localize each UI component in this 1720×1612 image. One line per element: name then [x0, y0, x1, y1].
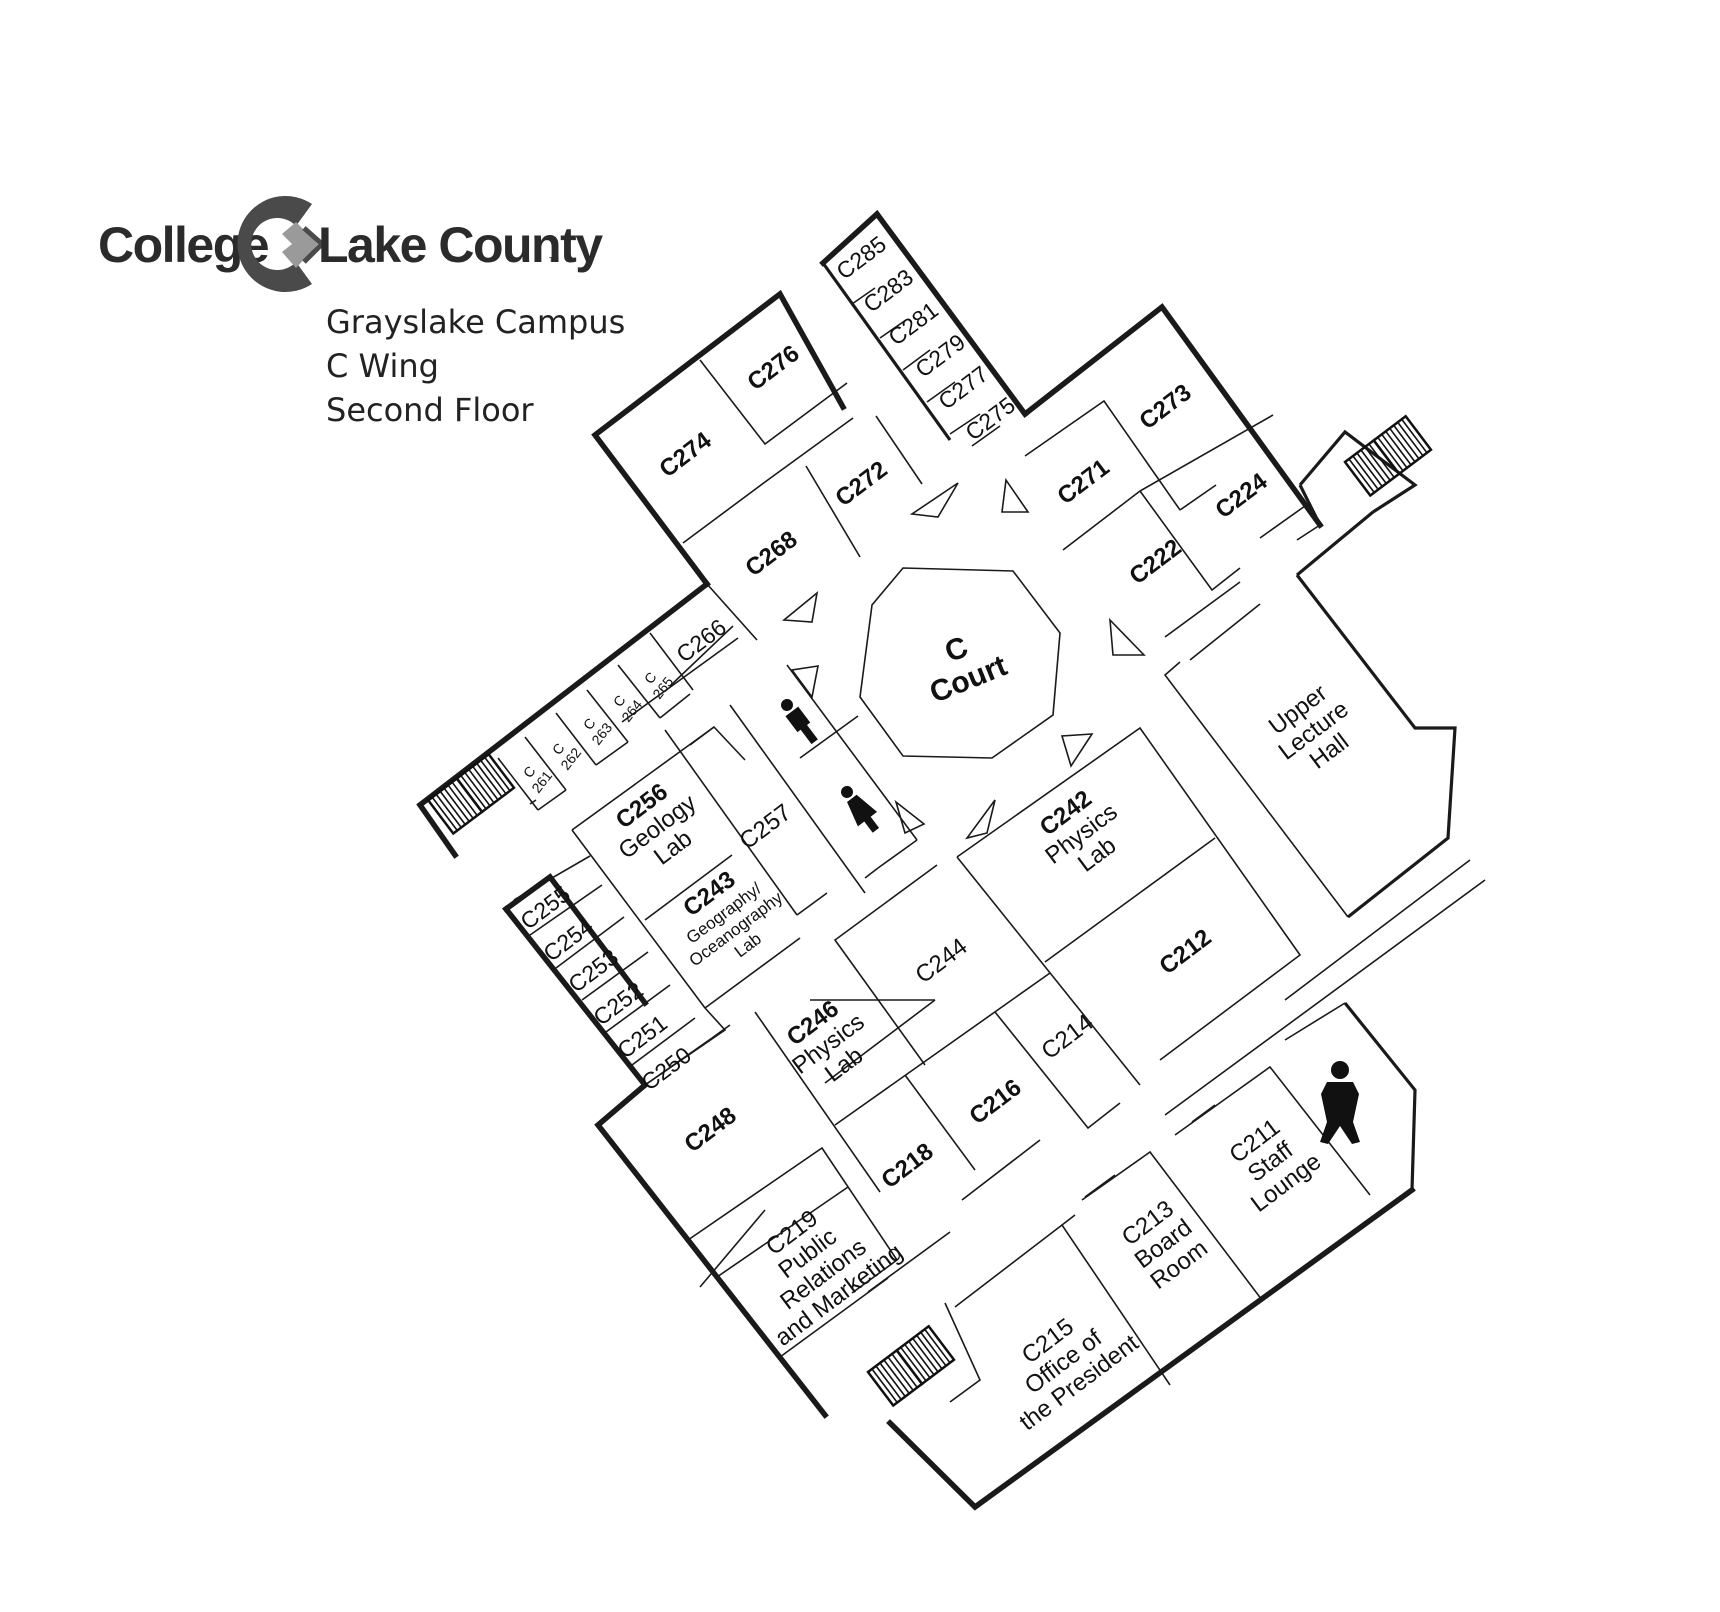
- room-c261: C 261: [520, 763, 556, 796]
- room-c212: C212: [1154, 924, 1216, 980]
- room-c257: C257: [734, 799, 796, 855]
- room-c268: C268: [740, 526, 802, 582]
- room-c273: C273: [1134, 379, 1196, 435]
- room-c285: C285: [831, 231, 891, 285]
- room-c262: C 262: [549, 740, 585, 773]
- stairs-icon: [866, 1324, 956, 1408]
- c-court-boundary: [859, 567, 1061, 759]
- logo-trademark: TM: [549, 257, 559, 264]
- stairs-icon: [1343, 414, 1433, 498]
- room-c276: C276: [742, 340, 804, 396]
- subtitle-floor: Second Floor: [326, 391, 534, 429]
- subtitle-campus: Grayslake Campus: [326, 303, 625, 341]
- room-c263: C 263: [580, 715, 616, 748]
- room-c272: C272: [830, 456, 892, 512]
- subtitle-wing: C Wing: [326, 347, 439, 385]
- room-c218: C218: [876, 1138, 938, 1194]
- room-c274: C274: [654, 427, 717, 483]
- room-c248: C248: [679, 1102, 741, 1158]
- room-c216: C216: [964, 1074, 1026, 1130]
- room-c213: C213 Board Room: [1117, 1195, 1213, 1295]
- room-c219: C219 Public Relations and Marketing: [761, 1205, 908, 1352]
- c-court-label: C Court: [925, 630, 1012, 709]
- college-logo: College Lake County TM: [98, 196, 605, 293]
- room-c281: C281: [883, 297, 943, 351]
- room-c214: C214: [1036, 1009, 1098, 1065]
- mens-restroom-icon: [781, 699, 818, 745]
- room-c275: C275: [960, 392, 1020, 446]
- room-c211: C211 Staff Lounge: [1225, 1114, 1327, 1218]
- room-c224: C224: [1210, 468, 1273, 524]
- logo-word-lake-county: Lake County: [318, 217, 603, 273]
- room-c266: C266: [671, 614, 731, 668]
- floor-plan: [416, 209, 1486, 1511]
- stairs-icon: [426, 752, 516, 836]
- womens-restroom-icon: [841, 786, 880, 833]
- room-c271: C271: [1052, 454, 1114, 510]
- room-c243: C243 Geography/ Oceanography Lab: [678, 866, 786, 970]
- restroom-icon: [1320, 1061, 1360, 1144]
- room-upper-lecture-hall: Upper Lecture Hall: [1264, 679, 1354, 774]
- room-c246: C246 Physics Lab: [782, 995, 870, 1087]
- logo-mark-icon: [237, 196, 326, 293]
- room-c244: C244: [910, 933, 972, 989]
- room-c242: C242 Physics Lab: [1035, 785, 1123, 877]
- room-c256: C256 Geology Lab: [611, 778, 702, 870]
